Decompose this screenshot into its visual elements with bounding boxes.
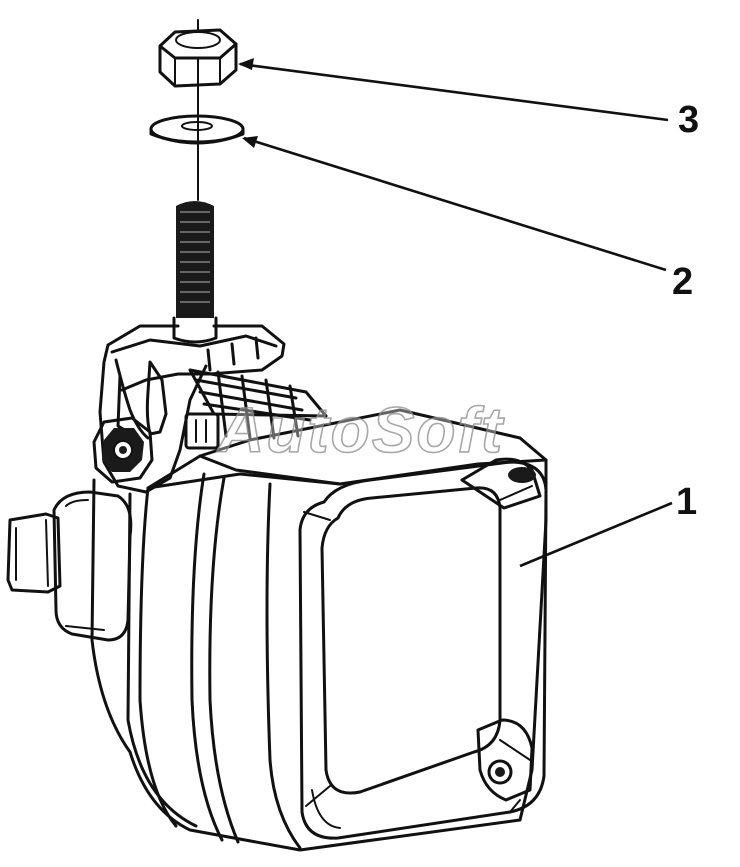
work-lamp-housing [90, 408, 548, 852]
leader-arrow-2 [242, 136, 258, 148]
callout-2: 2 [672, 261, 693, 303]
leader-lines [238, 58, 673, 568]
leader-line-1 [519, 501, 673, 568]
leader-line-3 [239, 62, 669, 122]
watermark-text: AutoSoft [216, 394, 505, 466]
leader-arrow-3 [238, 58, 254, 70]
lamp-lens [320, 486, 502, 795]
threaded-stud [172, 201, 218, 344]
bezel-screw-top [508, 467, 536, 483]
leader-line-2 [243, 136, 667, 272]
hex-nut [158, 19, 238, 88]
side-adjust-nut [92, 416, 154, 484]
callout-3: 3 [678, 99, 699, 141]
callout-1: 1 [676, 481, 697, 523]
cooling-fins [184, 368, 328, 450]
cable-connector [6, 490, 133, 642]
